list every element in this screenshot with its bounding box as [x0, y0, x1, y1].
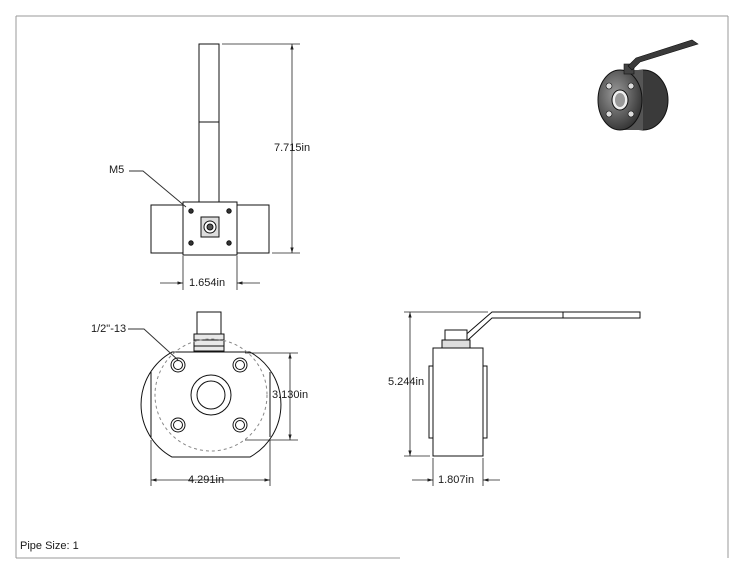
dim-side-height: 5.244in — [388, 376, 425, 388]
pipe-size-value: 1 — [72, 540, 79, 552]
pipe-size-note: Pipe Size: 1 — [20, 540, 79, 552]
top-view-dimensions — [160, 43, 300, 290]
dim-handle-height: 7.715in — [274, 142, 311, 154]
dim-bolt-circle: 3.130in — [272, 389, 309, 401]
pipe-size-label: Pipe Size: — [20, 540, 70, 552]
dim-flange-diameter: 4.291in — [188, 474, 225, 486]
sheet-border — [15, 15, 729, 559]
dim-side-width: 1.807in — [438, 474, 475, 486]
front-view — [128, 311, 282, 458]
top-view — [129, 43, 270, 256]
dim-top-body-width: 1.654in — [189, 277, 226, 289]
callout-stem-bolt: M5 — [109, 164, 125, 176]
front-view-dimensions — [150, 352, 298, 486]
side-view-dimensions — [404, 311, 500, 486]
side-view — [428, 311, 641, 457]
callout-flange-bolt: 1/2"-13 — [91, 323, 127, 335]
isometric-view — [597, 39, 699, 131]
